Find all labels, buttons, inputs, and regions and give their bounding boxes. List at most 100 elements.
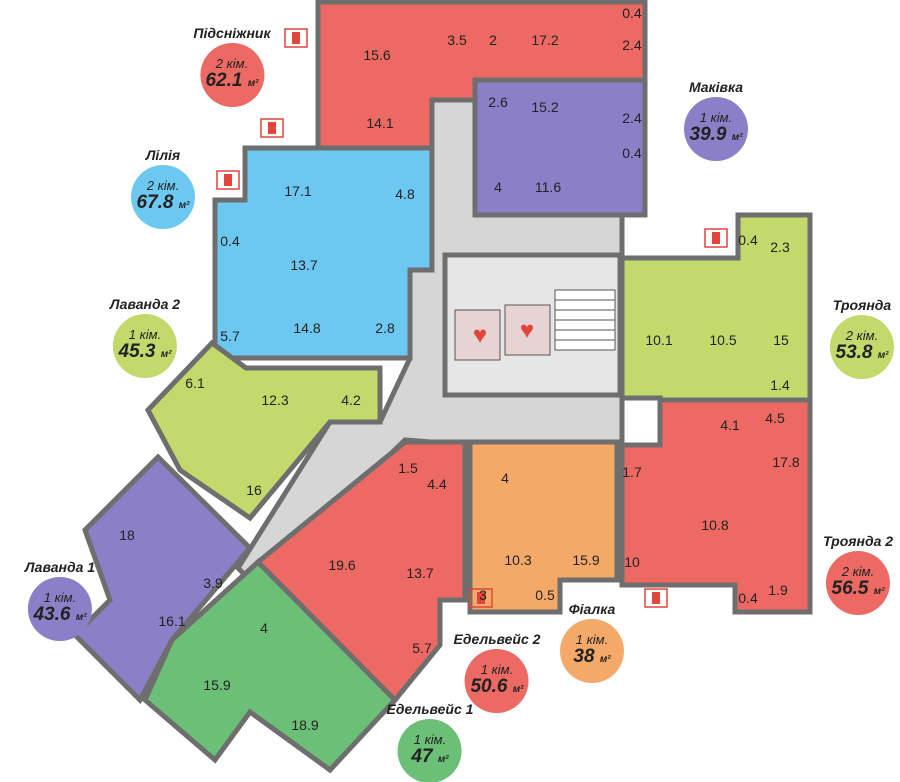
apartment-badge-edelveis-2[interactable]: Едельвейс 2 1 кім.50.6 м² [453,631,541,713]
apartment-area: 39.9 [689,123,727,145]
room-area: 19.6 [328,557,356,573]
window-icon [216,170,240,190]
apartment-name: Лілія [145,147,181,163]
area-unit: м² [599,653,611,665]
apartment-fialka[interactable] [467,439,620,615]
area-unit: м² [437,753,449,765]
room-area: 2.8 [375,320,395,336]
room-area: 0.4 [220,233,240,249]
rooms-count: 1 кім. [480,661,514,677]
room-area: 4.5 [765,410,785,426]
room-area: 14.8 [293,320,321,336]
room-area: 10.8 [701,517,729,533]
apartment-badge-pidsnizhnyk[interactable]: Підсніжник 2 кім.62.1 м² [193,25,271,107]
area-unit: м² [731,131,743,143]
rooms-count: 1 кім. [128,326,162,342]
room-area: 1.4 [770,377,790,393]
room-area: 17.8 [772,454,800,470]
room-area: 2.6 [488,94,508,110]
window-icon [284,28,308,48]
room-area: 6.1 [185,375,205,391]
apartment-area: 47 [411,745,433,767]
apartment-badge-troianda[interactable]: Троянда 2 кім.53.8 м² [830,297,894,379]
heart-elevator-icon: ♥ [519,317,535,344]
room-area: 2.4 [622,37,642,53]
room-area: 18 [119,527,135,543]
room-area: 1.9 [768,582,788,598]
room-area: 3 [479,587,487,603]
room-area: 4 [494,179,502,195]
apartment-badge-troianda-2[interactable]: Троянда 2 2 кім.56.5 м² [823,533,893,615]
apartment-badge-liliia[interactable]: Лілія 2 кім.67.8 м² [131,147,195,229]
apartment-badge-edelveis-1[interactable]: Едельвейс 1 1 кім.47 м² [386,701,474,782]
room-area: 10.3 [504,552,532,568]
room-area: 17.2 [531,32,559,48]
room-area: 3.9 [203,575,223,591]
apartment-name: Лаванда 1 [24,559,96,575]
room-area: 0.4 [738,232,758,248]
apartment-area: 67.8 [136,191,174,213]
rooms-count: 1 кім. [575,631,609,647]
apartment-area: 38 [573,645,595,667]
room-area: 0.4 [738,590,758,606]
apartment-name: Едельвейс 1 [386,701,474,717]
apartment-name: Фіалка [568,601,616,617]
room-area: 15 [773,332,789,348]
rooms-count: 2 кім. [845,327,879,343]
rooms-count: 2 кім. [215,55,249,71]
room-area: 0.4 [622,145,642,161]
apartment-name: Едельвейс 2 [453,631,541,647]
room-area: 10.5 [709,332,737,348]
apartment-liliia[interactable] [212,145,435,361]
heart-elevator-icon: ♥ [472,322,488,349]
room-area: 10 [624,554,640,570]
room-area: 4.8 [395,186,415,202]
room-area: 0.5 [535,587,555,603]
apartment-name: Троянда 2 [822,533,894,549]
apartment-troianda-2[interactable] [619,397,813,615]
room-area: 16 [246,482,262,498]
apartment-edelveis-2[interactable] [254,439,468,704]
apartment-area: 45.3 [118,340,156,362]
apartment-badge-lavanda-2[interactable]: Лаванда 2 1 кім.45.3 м² [110,296,180,378]
apartment-badge-fialka[interactable]: Фіалка 1 кім.38 м² [560,601,624,683]
room-area: 4.2 [341,392,361,408]
rooms-count: 2 кім. [841,563,875,579]
room-area: 13.7 [406,565,434,581]
apartment-name: Підсніжник [193,25,271,41]
apartment-area: 56.5 [831,577,869,599]
rooms-count: 1 кім. [699,109,733,125]
elevator-shaft [454,309,501,361]
room-area: 11.6 [534,179,562,195]
room-area: 4.4 [427,476,447,492]
window-icon [704,228,728,248]
area-unit: м² [75,611,87,623]
area-unit: м² [178,199,190,211]
room-area: 4.1 [720,417,740,433]
area-unit: м² [160,348,172,360]
room-area: 2 [489,32,497,48]
apartment-badge-lavanda-1[interactable]: Лаванда 1 1 кім.43.6 м² [25,559,95,641]
room-area: 5.7 [412,640,432,656]
room-area: 0.4 [622,5,642,21]
rooms-count: 2 кім. [146,177,180,193]
area-unit: м² [512,683,524,695]
apartment-makivka[interactable] [472,77,648,218]
apartment-badge-makivka[interactable]: Маківка 1 кім.39.9 м² [684,79,748,161]
room-area: 12.3 [261,392,289,408]
room-area: 15.9 [572,552,600,568]
room-area: 18.9 [291,717,319,733]
room-area: 13.7 [290,257,318,273]
window-icon [644,588,668,608]
room-area: 15.6 [363,47,391,63]
room-area: 10.1 [645,332,673,348]
room-area: 4 [501,470,509,486]
room-area: 15.9 [203,677,231,693]
apartment-area: 53.8 [835,341,873,363]
rooms-count: 1 кім. [43,589,77,605]
apartment-area: 62.1 [205,69,243,91]
apartment-lavanda-2[interactable] [144,339,383,522]
window-icon [469,588,493,608]
